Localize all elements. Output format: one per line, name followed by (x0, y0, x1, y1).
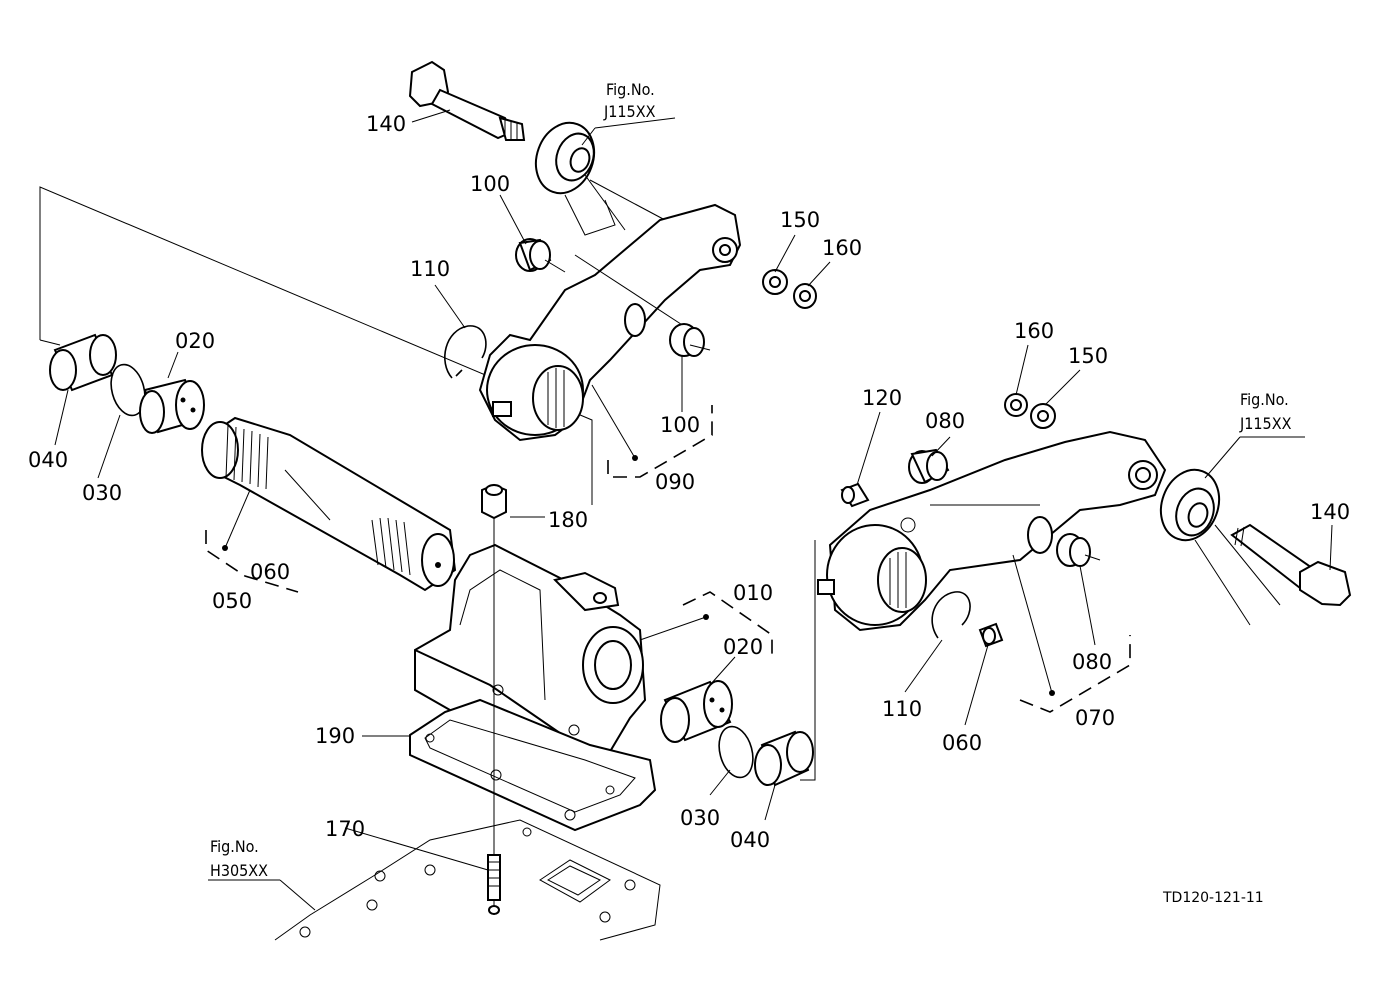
label-020-left: 020 (175, 329, 215, 353)
bushing-020-left (139, 378, 205, 434)
nut-180 (481, 483, 507, 520)
figref-right-line2: J115XX (1239, 414, 1292, 433)
plate-h305xx (274, 819, 661, 941)
figure-references: Fig.No. J115XX Fig.No. J115XX Fig.No. H3… (210, 80, 1292, 880)
label-100-top: 100 (470, 172, 510, 196)
label-120: 120 (862, 386, 902, 410)
spline-right (371, 517, 411, 576)
label-020-right: 020 (723, 635, 763, 659)
spline-left (225, 424, 269, 490)
label-090: 090 (655, 470, 695, 494)
label-150-right: 150 (1068, 344, 1108, 368)
oring-030-right (718, 725, 754, 779)
label-110-top: 110 (410, 257, 450, 281)
bushing-080-top (908, 448, 950, 484)
bracket-060-050 (205, 489, 299, 593)
label-180: 180 (548, 508, 588, 532)
figref-top-line2: J115XX (603, 102, 656, 121)
stud-170 (487, 854, 501, 915)
bracket-070 (1012, 554, 1131, 713)
label-030-left: 030 (82, 481, 122, 505)
label-170: 170 (325, 817, 365, 841)
circlip-110-right (931, 591, 971, 639)
circlip-110-top (444, 325, 487, 379)
figref-right-line1: Fig.No. (1240, 390, 1289, 409)
nut-160-right (1004, 393, 1028, 417)
oring-030-left (110, 363, 146, 417)
label-030-right: 030 (680, 806, 720, 830)
label-080-bottom: 080 (1072, 650, 1112, 674)
figref-bottom-line2: H305XX (210, 861, 268, 880)
bushing-020-right (660, 680, 733, 743)
bolt-140-right (1230, 523, 1352, 607)
bushing-080-bottom (1056, 533, 1101, 567)
label-040-left: 040 (28, 448, 68, 472)
bushing-040-right (754, 730, 814, 787)
label-110-right: 110 (882, 697, 922, 721)
pin-120 (840, 482, 870, 508)
label-160-top: 160 (822, 236, 862, 260)
frame-lines (39, 186, 816, 781)
label-040-right: 040 (730, 828, 770, 852)
label-190: 190 (315, 724, 355, 748)
bearing-right (1159, 468, 1281, 626)
bearing-top (534, 121, 666, 236)
pin-060-right (978, 622, 1004, 648)
drawing-code: TD120-121-11 (1162, 890, 1264, 906)
washer-150-right (1030, 403, 1056, 429)
bracket-010 (639, 591, 773, 655)
label-140-right: 140 (1310, 500, 1350, 524)
label-050: 050 (212, 589, 252, 613)
label-150-top: 150 (780, 208, 820, 232)
label-160-right: 160 (1014, 319, 1054, 343)
figref-bottom-line1: Fig.No. (210, 837, 259, 856)
label-010: 010 (733, 581, 773, 605)
leader-lines (54, 109, 1333, 911)
gasket-190 (409, 698, 657, 832)
lift-arm-right (817, 430, 1167, 632)
label-140-top: 140 (366, 112, 406, 136)
label-100-mid: 100 (660, 413, 700, 437)
label-070: 070 (1075, 706, 1115, 730)
figref-top-line1: Fig.No. (606, 80, 655, 99)
bolt-140-top (408, 60, 526, 141)
bushing-100-top (515, 238, 566, 273)
part-labels: 140 100 150 160 110 020 040 030 100 090 … (28, 112, 1350, 852)
label-080-top: 080 (925, 409, 965, 433)
shaft-050 (201, 416, 457, 592)
bracket-090 (591, 384, 713, 478)
label-060-right: 060 (942, 731, 982, 755)
lift-arm-upper (478, 203, 742, 442)
washer-150-top (762, 269, 788, 295)
nut-160-top (793, 283, 817, 309)
bushing-040-left (49, 333, 117, 392)
label-060-left: 060 (250, 560, 290, 584)
bushing-100-mid (669, 323, 711, 357)
